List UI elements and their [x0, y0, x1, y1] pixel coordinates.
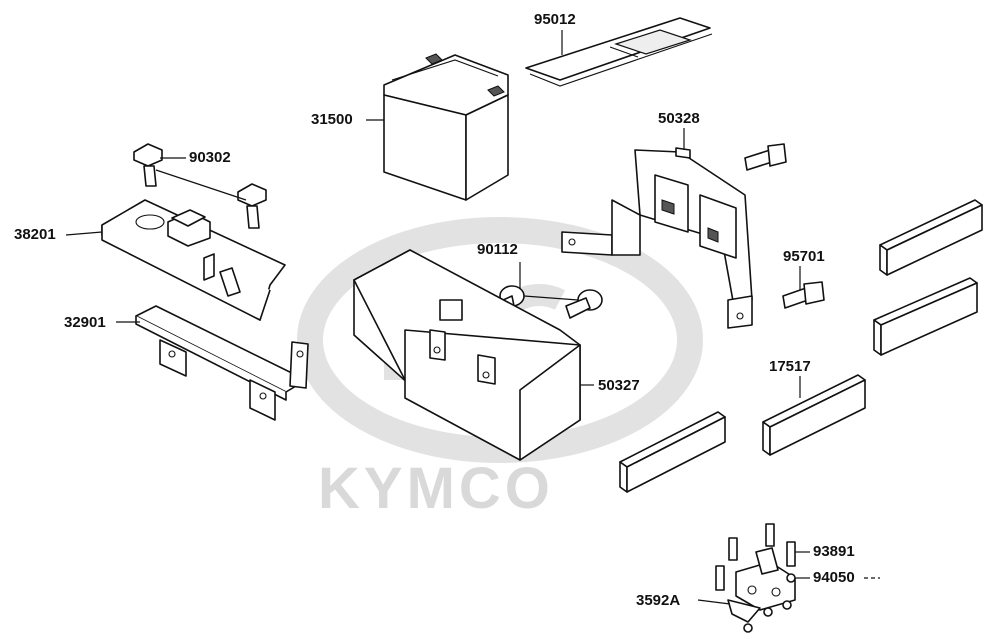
part-17517-foam-pads	[619, 199, 983, 493]
part-95701-bolts	[744, 143, 825, 309]
label-94050: 94050	[813, 569, 855, 586]
label-95012: 95012	[534, 11, 576, 28]
label-90302: 90302	[189, 149, 231, 166]
part-90302-bolts	[133, 143, 267, 229]
part-94050-nuts	[743, 573, 796, 633]
leader-lines	[65, 30, 880, 605]
label-17517: 17517	[769, 358, 811, 375]
part-32901-mounting-plate	[135, 305, 309, 421]
part-3592A-relay-assembly	[727, 547, 796, 623]
label-95701: 95701	[783, 248, 825, 265]
part-95012-battery-pad	[525, 17, 713, 87]
label-50328: 50328	[658, 110, 700, 127]
label-90112: 90112	[477, 241, 518, 258]
kymco-watermark-text: KYMCO	[318, 456, 554, 521]
label-50327: 50327	[598, 377, 640, 394]
label-32901: 32901	[64, 314, 106, 331]
label-3592A: 3592A	[636, 592, 681, 609]
label-38201: 38201	[14, 226, 56, 243]
label-93891: 93891	[813, 543, 855, 560]
part-31500-battery	[383, 53, 509, 201]
part-93891-screws	[715, 523, 796, 591]
part-38201-battery-holder	[101, 199, 286, 321]
part-50327-battery-case	[353, 249, 581, 461]
label-31500: 31500	[311, 111, 353, 128]
part-50328-battery-bracket	[561, 147, 753, 329]
